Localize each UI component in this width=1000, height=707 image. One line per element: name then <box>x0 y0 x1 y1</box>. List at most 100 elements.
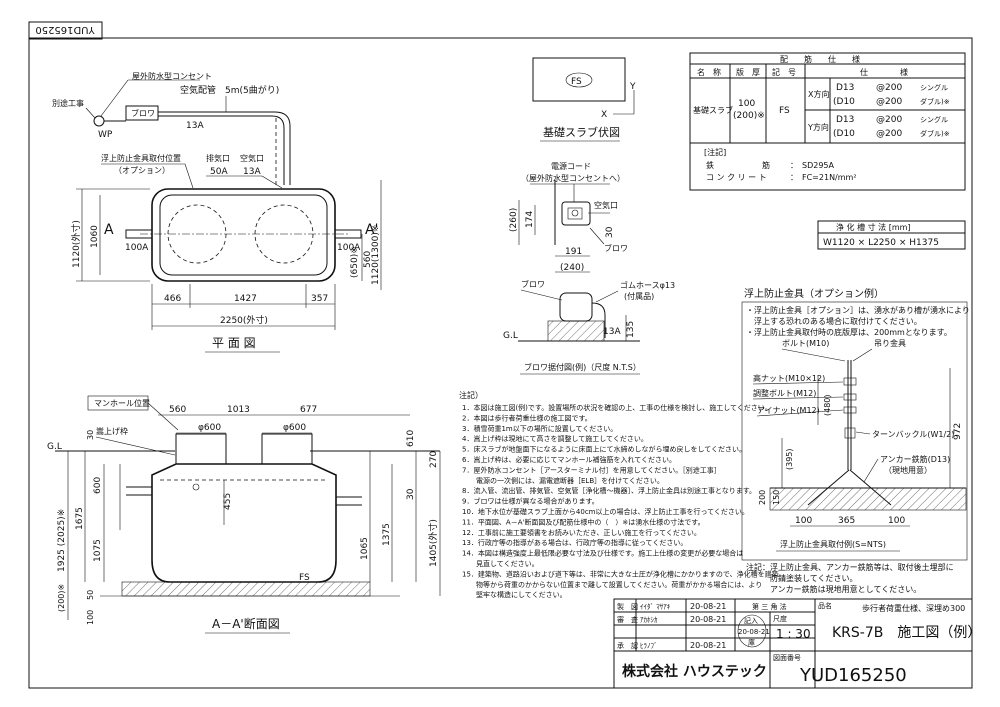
size-value: W1120 × L2250 × H1375 <box>823 238 939 248</box>
slab-title: 基礎スラブ伏図 <box>543 125 620 139</box>
sec-manhole-label: マンホール位置 <box>94 398 150 408</box>
slab-axis-y: Y <box>629 82 636 92</box>
plan-dim-2250: 2250(外寸) <box>220 314 268 326</box>
plan-dim-right: 1120(1300)※ <box>371 225 381 285</box>
blower-cord-sub: （屋外防水型コンセントへ） <box>521 173 625 183</box>
plan-view: 別途工事 WP 屋外防水型コンセント ブロワ 空気配管 5m(5曲がり) 13A… <box>52 71 382 353</box>
blower-13a: 13A <box>603 327 621 337</box>
note-line: 11．平面図、A－A'断面図及び配筋仕様中の（ ）※は湧水仕様の寸法です。 <box>462 517 705 526</box>
float-nut-high: 高ナット(M10×12) <box>753 373 825 383</box>
plan-air-pipe-label: 空気配管 5m(5曲がり) <box>180 84 279 96</box>
float-turnbuckle: ターンバックル(W1/2) <box>872 430 954 439</box>
plan-blower-label: ブロワ <box>131 108 155 118</box>
sec-dim-1013: 1013 <box>227 405 250 415</box>
note-line: 10．地下水位が基礎スラブ上面から40cm以上の場合は、浮上防止工事を行ってくだ… <box>462 507 749 516</box>
spec-h-code: 記 号 <box>772 67 796 77</box>
tb-product-sub: 歩行者荷重仕様、深埋め300 <box>862 603 965 613</box>
spec-code: FS <box>779 106 790 116</box>
float-desc-line: ・浮上防止金具取付時の底版厚は、200mmとなります。 <box>746 327 952 337</box>
spec-x-dir: X方向 <box>808 89 829 99</box>
spec-y-dir: Y方向 <box>807 122 829 132</box>
tb-angle: 第 三 角 法 <box>752 602 787 611</box>
spec-h-thick: 版 厚 <box>736 67 760 77</box>
sec-gl: G.L <box>47 442 62 452</box>
float-title2: 浮上防止金具取付例(S=NTS) <box>780 539 886 549</box>
plan-a-prime-label: A' <box>365 222 378 238</box>
plan-in-label: 100A <box>125 243 149 253</box>
blower-dim-30: 30 <box>605 226 615 238</box>
note-line: 1．本図は施工図(例)です。設置場所の状況を確認の上、工事の仕様を検討し、施工し… <box>462 403 772 412</box>
sec-dim-200: (200)※ <box>57 584 66 612</box>
spec-header: 配 筋 仕 様 <box>780 54 860 64</box>
blower-gl: G.L <box>503 331 518 341</box>
spec-y1-bar: D13 <box>836 115 854 125</box>
title-block: 製 図 ｲｲﾀﾞ ﾏｻｱｷ 20-08-21 審 査 ｱｶﾎｼｶ 20-08-2… <box>613 598 981 689</box>
sec-dim-1405: 1405(外寸) <box>427 519 439 567</box>
sec-tank-outline <box>151 463 337 583</box>
float-title: 浮上防止金具（オプション例） <box>744 287 884 300</box>
plan-air-inlet-size: 13A <box>243 167 261 177</box>
spec-thick: 100 <box>738 99 755 109</box>
note-line: 12．工事前に施工要領書をお読みいただき、正しい施工を行ってください。 <box>462 528 701 537</box>
blower-dim-240: (240) <box>560 263 584 273</box>
spec-x1-pitch: @200 <box>876 83 902 93</box>
note-line: 3．積雪荷重1m以下の場所に設置してください。 <box>462 424 617 433</box>
note-line: 物等から荷重のかからない位置まで離して設置してください。荷重がかかる場合には、よ… <box>462 580 762 589</box>
plan-blower-box <box>125 105 159 121</box>
plan-dim-1060: 1060 <box>90 225 100 248</box>
plan-float-fix-label: 浮上防止金具取付位置 <box>101 153 181 163</box>
sec-frame-label: 嵩上げ枠 <box>96 426 128 436</box>
blower-dim-260: (260) <box>509 208 519 232</box>
slab-outline <box>532 57 626 102</box>
spec-y1-pitch: @200 <box>876 115 902 125</box>
sec-dim-455: 455 <box>223 493 233 510</box>
tb-stamp-top: 記入 <box>744 616 758 625</box>
plan-option-label: （オプション） <box>114 166 170 175</box>
float-note2: 防錆塗装してください。 <box>746 573 858 583</box>
tb-r2-n: ｱｶﾎｼｶ <box>640 616 658 624</box>
sec-dim-50: 50 <box>86 590 95 600</box>
code-tab <box>28 21 103 40</box>
tb-r2-l: 審 査 <box>617 615 638 624</box>
plan-power-label: 屋外防水型コンセント <box>132 71 212 81</box>
spec-y1-type: シングル <box>920 115 948 124</box>
note-line: 15．建築物、道路沿いおよび道下等は、非常に大きな土圧が浄化槽にかかりますので、… <box>462 569 779 578</box>
wp-outlet-icon <box>93 115 105 127</box>
spec-note-rebar-v: ： SD295A <box>790 161 835 170</box>
blower-dim-135: 135 <box>626 321 636 338</box>
tb-code: YUD165250 <box>799 665 907 686</box>
tb-scale: 1 : 30 <box>776 627 811 641</box>
float-dim-200: 200 <box>758 490 767 505</box>
plan-dim-466: 466 <box>164 294 181 304</box>
float-eye-nut: アイナット(M12) <box>757 406 820 415</box>
float-dim-480: (480) <box>823 394 832 416</box>
float-dim-100a: 100 <box>795 516 812 526</box>
blower-detail-title: ブロワ据付図(例)（尺度 N.T.S） <box>524 362 641 372</box>
tb-company: 株式会社 ハウステック <box>622 663 767 680</box>
note-line: 6．嵩上げ枠は、必要に応じてマンホール補強筋を入れてください。 <box>462 455 676 464</box>
size-box: 浄 化 槽 寸 法 [mm] W1120 × L2250 × H1375 <box>817 220 966 250</box>
blower-dim-174: 174 <box>525 211 535 228</box>
tb-stamp-date: 20-08-21 <box>738 628 770 636</box>
spec-x2-type: ダブル)※ <box>920 97 950 106</box>
float-adj-bolt: 調整ボルト(M12) <box>753 388 816 398</box>
blower-label: ブロワ <box>604 243 628 253</box>
tb-r3-n: ﾋﾗﾉﾌﾞ <box>640 642 658 650</box>
plan-tank-outer <box>151 188 336 282</box>
float-desc-line: 浮上する恐れのある場合に取付けてください。 <box>746 316 922 326</box>
tb-r3-d: 20-08-21 <box>690 641 726 650</box>
sheet-border <box>28 37 973 689</box>
float-detail: 浮上防止金具（オプション例） ・浮上防止金具［オプション］は、湧水があり槽が湧水… <box>741 287 970 594</box>
float-dim-100b: 100 <box>888 516 905 526</box>
sec-dim-30: 30 <box>86 430 95 440</box>
tb-r1-n: ｲｲﾀﾞ ﾏｻｱｷ <box>640 603 671 611</box>
float-bolt: ボルト(M10) <box>782 339 829 348</box>
tb-r2-d: 20-08-21 <box>690 615 726 624</box>
tb-r1-d: 20-08-21 <box>690 602 726 611</box>
float-dim-972: 972 <box>953 423 963 440</box>
spec-note-title: [注記] <box>704 147 726 157</box>
spec-x1-bar: D13 <box>836 83 854 93</box>
tb-code-l: 図面番号 <box>773 654 801 662</box>
spec-x2-pitch: @200 <box>876 97 902 107</box>
tb-name-l: 品名 <box>818 601 832 610</box>
